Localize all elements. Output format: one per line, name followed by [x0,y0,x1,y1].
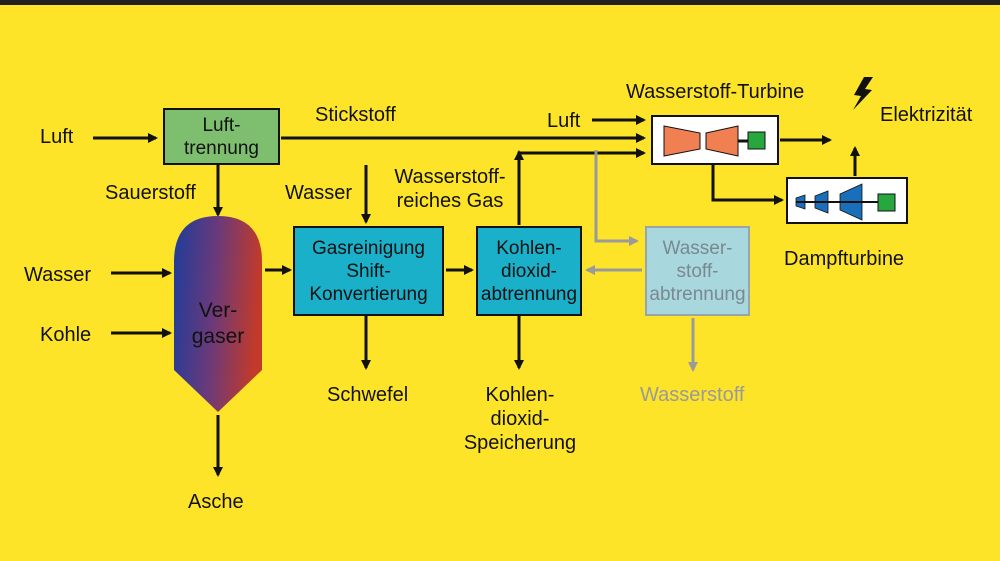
kohlendioxid-speicherung-label: Kohlen- dioxid- Speicherung [463,384,577,454]
arrow-turbine-dampfturbine [711,164,784,205]
wasserstoffreiches-gas-label: Wasserstoff- reiches Gas [394,166,506,212]
vergaser-label: Ver- gaser [174,272,262,350]
generator-block [747,131,766,150]
wasser-top-label: Wasser [285,182,353,204]
wasserstoff-turbine-label: Wasserstoff-Turbine [626,81,805,103]
lufttrennung-box: Luft- trennung [163,108,280,165]
steam-generator-block [877,193,896,212]
lufttrennung-label: Luft- trennung [183,114,259,159]
arrow-wasserstoffreiches-gas [517,148,646,225]
wasserstoff-output-label: Wasserstoff [640,384,745,406]
vergaser-vessel [174,216,262,412]
vergaser-text: Ver- gaser [191,299,245,348]
luft-turbine-label: Luft [547,110,581,132]
wasser-left-label: Wasser [24,264,92,286]
elektrizitaet-label: Elektrizität [880,104,973,126]
wasserstoffabtrennung-label: Wasser- stoff- abtrennung [649,237,746,305]
top-border [0,0,1000,5]
turbine-shape [705,125,739,157]
dampfturbine-label: Dampfturbine [784,248,905,270]
asche-label: Asche [188,491,244,513]
compressor-shape [663,125,701,157]
lightning-icon [853,77,873,110]
stickstoff-label: Stickstoff [315,104,396,126]
gasreinigung-box: Gasreinigung Shift- Konvertierung [293,226,444,316]
kohle-label: Kohle [40,324,92,346]
kohlendioxidabtrennung-box: Kohlen- dioxid- abtrennung [476,226,582,316]
sauerstoff-label: Sauerstoff [105,182,196,204]
luft-input-label: Luft [40,126,74,148]
gasreinigung-label: Gasreinigung Shift- Konvertierung [309,237,428,305]
wasserstoffabtrennung-box: Wasser- stoff- abtrennung [645,226,750,316]
schwefel-label: Schwefel [327,384,409,406]
kohlendioxidabtrennung-label: Kohlen- dioxid- abtrennung [480,237,578,305]
arrow-gray-to-wasserstoffabtrennung [594,150,639,246]
